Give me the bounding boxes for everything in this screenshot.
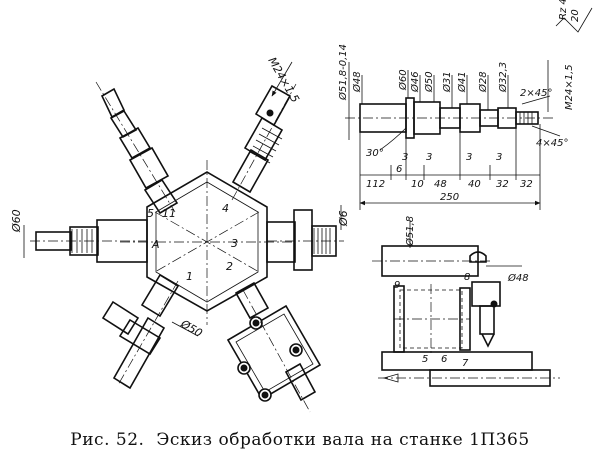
pos-5: 5 — [422, 354, 428, 365]
dia-60: Ø60 — [397, 69, 409, 91]
len-32b: 32 — [520, 179, 533, 190]
dia-31: Ø31 — [441, 71, 453, 93]
dia-51-8: Ø51,8-0,14 — [337, 44, 349, 101]
turret-head: M24×1,5 Ø60 Ø6 — [10, 55, 350, 413]
len-48: 48 — [434, 179, 447, 190]
tool-right: Ø6 — [266, 205, 350, 271]
face-11: 11 — [162, 207, 176, 220]
dia-41: Ø41 — [456, 71, 468, 93]
dia-28: Ø28 — [477, 71, 489, 93]
len-6: 6 — [396, 164, 402, 175]
dia-left-label: Ø60 — [10, 209, 23, 233]
small-dim-1: 3 — [402, 152, 408, 163]
shaft-diameter-leaders — [348, 60, 549, 140]
chamfer-bottom: 4×45° — [536, 138, 568, 149]
total-length: 250 — [440, 192, 459, 203]
small-dim-4: 3 — [496, 152, 502, 163]
tool-lower-left: Ø50 — [101, 273, 205, 390]
chamfer-top: 2×45° — [520, 88, 552, 99]
small-dim-2: 3 — [426, 152, 432, 163]
dia-bottom-label: Ø50 — [178, 317, 205, 340]
dia-48: Ø48 — [351, 71, 363, 93]
len-32a: 32 — [496, 179, 509, 190]
dia-46: Ø46 — [409, 71, 421, 93]
face-1: 1 — [186, 270, 193, 283]
thread-label: M24×1,5 — [265, 55, 301, 105]
pos-6: 6 — [441, 354, 447, 365]
face-2: 2 — [226, 260, 233, 273]
turret-hexagon — [146, 171, 268, 312]
shaft-sketch: Rz 40 20 Ø51,8- — [337, 0, 593, 210]
angle-label: 30° — [366, 148, 384, 159]
len-10: 10 — [411, 179, 424, 190]
pos-8: 8 — [464, 272, 470, 283]
setup-dia-top: Ø51,8 — [404, 216, 416, 247]
small-dim-3: 3 — [466, 152, 472, 163]
dia-32-3: Ø32,3 — [497, 62, 509, 93]
thread-m24: M24×1,5 — [564, 64, 575, 110]
len-40: 40 — [468, 179, 481, 190]
pos-9: 9 — [394, 280, 400, 291]
face-5: 5 — [147, 207, 154, 220]
tool-lower-right — [226, 281, 322, 413]
shaft-body — [345, 97, 555, 139]
roughness-label: Rz 40 — [558, 0, 569, 20]
length-dimensions — [359, 124, 541, 210]
caption-text: Эскиз обработки вала на станке 1П365 — [156, 430, 530, 450]
face-3: 3 — [231, 237, 238, 250]
dia-50: Ø50 — [423, 71, 435, 93]
setup-sketch: Ø51,8 Ø48 9 8 5 6 7 — [372, 216, 560, 387]
face-4: 4 — [222, 202, 229, 215]
tool-left: Ø60 — [10, 209, 148, 263]
tool-upper-left — [95, 81, 179, 215]
tool-upper-right: M24×1,5 — [231, 55, 302, 201]
figure-caption: Рис. 52. Эскиз обработки вала на станке … — [0, 430, 600, 450]
pos-7: 7 — [462, 358, 469, 369]
roughness-sub: 20 — [570, 9, 581, 22]
dia-right-label: Ø6 — [337, 210, 350, 227]
setup-dia-right: Ø48 — [507, 272, 529, 284]
len-112: 112 — [366, 179, 385, 190]
caption-prefix: Рис. 52. — [70, 430, 145, 450]
face-A: A — [151, 238, 160, 251]
